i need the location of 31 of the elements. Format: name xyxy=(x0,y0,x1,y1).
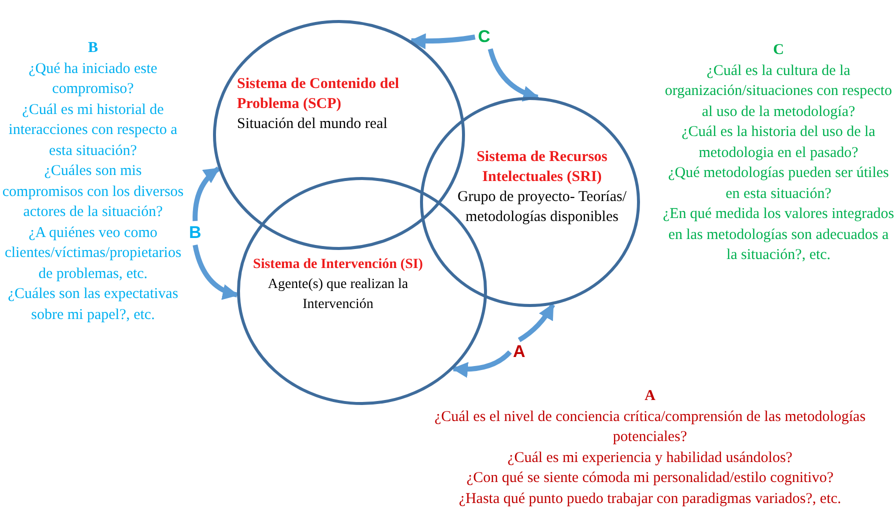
question-text: ¿Con qué se siente cómoda mi personalidad/estilo cognitivo? xyxy=(466,469,834,488)
block-heading: B xyxy=(86,39,99,58)
block-heading: A xyxy=(644,387,656,406)
system-title: Sistema de Intervención (SI) xyxy=(252,256,424,274)
question-text: ¿Cuál es mi historial de interacciones con respecto a esta situación? xyxy=(8,100,178,160)
system-title: Sistema de Recursos Intelectuales (SRI) xyxy=(476,148,608,187)
block-heading: C xyxy=(772,41,785,60)
question-text: ¿Qué metodologías pueden ser útiles en esta situación? xyxy=(667,164,890,204)
system-description: Grupo de proyecto- Teorías/ metodologías disponibles xyxy=(456,188,628,227)
question-text: ¿A quiénes veo como clientes/víctimas/propietarios de problemas, etc. xyxy=(4,224,182,284)
curved-arrow xyxy=(192,244,239,300)
letter-marker: C xyxy=(478,28,490,46)
system-title: Sistema de Contenido del Problema (SCP) xyxy=(237,75,400,114)
curved-arrow xyxy=(452,350,512,378)
question-text: ¿Cuál es la historia del uso de la metodologia en el pasado? xyxy=(680,123,876,162)
curved-arrow xyxy=(192,166,220,221)
curved-arrow xyxy=(410,33,476,50)
question-text: ¿Cuál es la cultura de la organización/situaciones con respecto al uso de la metodología? xyxy=(664,62,894,122)
question-text: ¿Cuáles son mis compromisos con los diversos actores de la situación? xyxy=(2,162,184,222)
question-text: ¿Cuál es el nivel de conciencia crítica/comprensión de las metodologías potenciales? xyxy=(433,408,867,447)
letter-marker: A xyxy=(513,343,526,361)
curved-arrow xyxy=(518,303,556,342)
question-text: ¿Hasta qué punto puedo trabajar con paradigmas variados?, etc. xyxy=(458,490,842,508)
question-text: ¿En qué medida los valores integrados en las metodologías son adecuados a la situación?, etc. xyxy=(662,205,895,265)
question-text: ¿Cuáles son las expectativas sobre mi papel?, etc. xyxy=(6,285,180,324)
question-text: ¿Cuál es mi experiencia y habilidad usándolos? xyxy=(506,448,794,468)
system-description: Situación del mundo real xyxy=(237,115,388,134)
question-text: ¿Qué ha iniciado este compromiso? xyxy=(28,60,158,99)
letter-marker: B xyxy=(189,224,202,242)
system-description: Agente(s) que realizan la Intervención xyxy=(266,276,410,314)
curved-arrow xyxy=(488,48,540,101)
